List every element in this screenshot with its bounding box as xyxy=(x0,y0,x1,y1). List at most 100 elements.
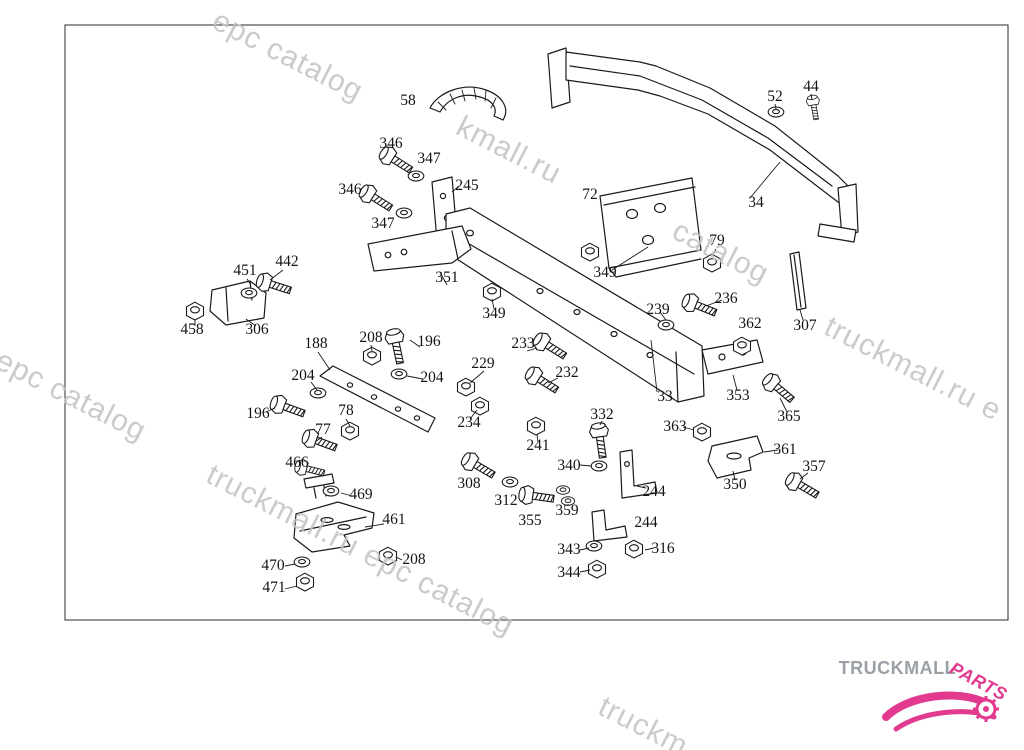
part-188-bar xyxy=(319,365,436,433)
part-label-232: 232 xyxy=(555,364,578,381)
part-label-78: 78 xyxy=(338,402,354,419)
brand-logo-text: TRUCKMALLPARTS xyxy=(828,658,1018,705)
washer-347-a xyxy=(407,170,425,182)
part-label-307: 307 xyxy=(793,317,817,334)
part-label-316: 316 xyxy=(651,540,675,557)
nut-316 xyxy=(624,539,644,559)
part-label-204: 204 xyxy=(291,367,315,384)
washer-312 xyxy=(501,476,519,488)
part-label-353: 353 xyxy=(726,387,750,404)
nut-241 xyxy=(526,416,546,436)
washer-451 xyxy=(240,287,258,299)
part-label-442: 442 xyxy=(275,253,298,270)
part-label-52: 52 xyxy=(767,88,783,105)
part-34-rear-crossmember xyxy=(547,47,859,243)
part-307-strip xyxy=(789,251,807,311)
washer-470 xyxy=(293,556,311,568)
part-label-33: 33 xyxy=(657,388,673,405)
part-label-306: 306 xyxy=(245,321,269,338)
part-label-349: 349 xyxy=(482,305,506,322)
logo-swoosh-gear-icon xyxy=(882,691,999,732)
diagram-border xyxy=(64,24,1009,621)
washer-340 xyxy=(590,460,608,472)
washer-343 xyxy=(585,540,603,552)
washer-239 xyxy=(657,319,675,331)
part-label-346: 346 xyxy=(338,181,362,198)
part-label-188: 188 xyxy=(304,335,328,352)
part-label-208: 208 xyxy=(402,551,426,568)
part-label-351: 351 xyxy=(435,269,458,286)
part-label-244: 244 xyxy=(642,483,666,500)
washer-204-a xyxy=(390,368,408,380)
part-label-233: 233 xyxy=(511,335,535,352)
nut-344 xyxy=(587,559,607,579)
part-label-362: 362 xyxy=(738,315,761,332)
part-label-347: 347 xyxy=(417,150,441,167)
part-label-340: 340 xyxy=(557,457,581,474)
part-label-355: 355 xyxy=(518,512,542,529)
part-label-458: 458 xyxy=(180,321,204,338)
washer-347-b xyxy=(395,207,413,219)
part-label-470: 470 xyxy=(261,557,285,574)
part-461-plate xyxy=(293,501,375,553)
part-label-332: 332 xyxy=(590,406,613,423)
part-label-343: 343 xyxy=(557,541,581,558)
part-label-196: 196 xyxy=(246,405,270,422)
part-label-229: 229 xyxy=(471,355,495,372)
logo-text-truckmall: TRUCKMALL xyxy=(838,658,957,678)
part-label-34: 34 xyxy=(748,194,764,211)
part-label-363: 363 xyxy=(663,418,687,435)
leader-lines xyxy=(194,93,813,590)
nut-458 xyxy=(185,301,205,321)
part-label-72: 72 xyxy=(582,186,598,203)
part-label-77: 77 xyxy=(315,421,331,438)
part-label-79: 79 xyxy=(709,232,725,249)
part-label-451: 451 xyxy=(233,262,256,279)
part-72-plate xyxy=(599,177,702,278)
part-351-bracket xyxy=(367,225,472,272)
nut-471 xyxy=(295,572,315,592)
part-label-44: 44 xyxy=(803,78,819,95)
nut-208-b xyxy=(378,546,398,566)
part-label-208: 208 xyxy=(359,329,383,346)
nut-363 xyxy=(692,422,712,442)
part-label-350: 350 xyxy=(723,476,747,493)
washer-469 xyxy=(322,485,340,497)
part-350-bracket xyxy=(707,435,764,479)
part-label-239: 239 xyxy=(646,301,670,318)
nut-349-a xyxy=(580,242,600,262)
part-label-347: 347 xyxy=(371,215,395,232)
nut-79 xyxy=(702,253,722,273)
part-58-curved-bracket xyxy=(429,86,507,121)
part-244-angle-a xyxy=(619,449,658,499)
washer-359-a xyxy=(555,485,571,495)
part-label-308: 308 xyxy=(457,475,481,492)
nut-78 xyxy=(340,421,360,441)
part-label-469: 469 xyxy=(349,486,373,503)
nut-362 xyxy=(732,336,752,356)
part-label-234: 234 xyxy=(457,414,481,431)
part-label-204: 204 xyxy=(420,369,444,386)
part-label-236: 236 xyxy=(714,290,738,307)
part-label-357: 357 xyxy=(802,458,826,475)
part-label-245: 245 xyxy=(455,177,479,194)
part-label-344: 344 xyxy=(557,564,581,581)
part-label-471: 471 xyxy=(262,579,285,596)
part-label-346: 346 xyxy=(379,135,403,152)
nut-234 xyxy=(470,396,490,416)
part-label-359: 359 xyxy=(555,502,579,519)
part-label-312: 312 xyxy=(494,492,517,509)
part-label-244: 244 xyxy=(634,514,658,531)
part-label-461: 461 xyxy=(382,511,405,528)
washer-204-b xyxy=(309,387,327,399)
part-label-349: 349 xyxy=(593,264,617,281)
part-label-58: 58 xyxy=(400,92,416,109)
part-label-361: 361 xyxy=(773,441,796,458)
part-label-365: 365 xyxy=(777,408,801,425)
nut-349-b xyxy=(482,282,502,302)
part-label-196: 196 xyxy=(417,333,441,350)
part-label-466: 466 xyxy=(285,454,309,471)
